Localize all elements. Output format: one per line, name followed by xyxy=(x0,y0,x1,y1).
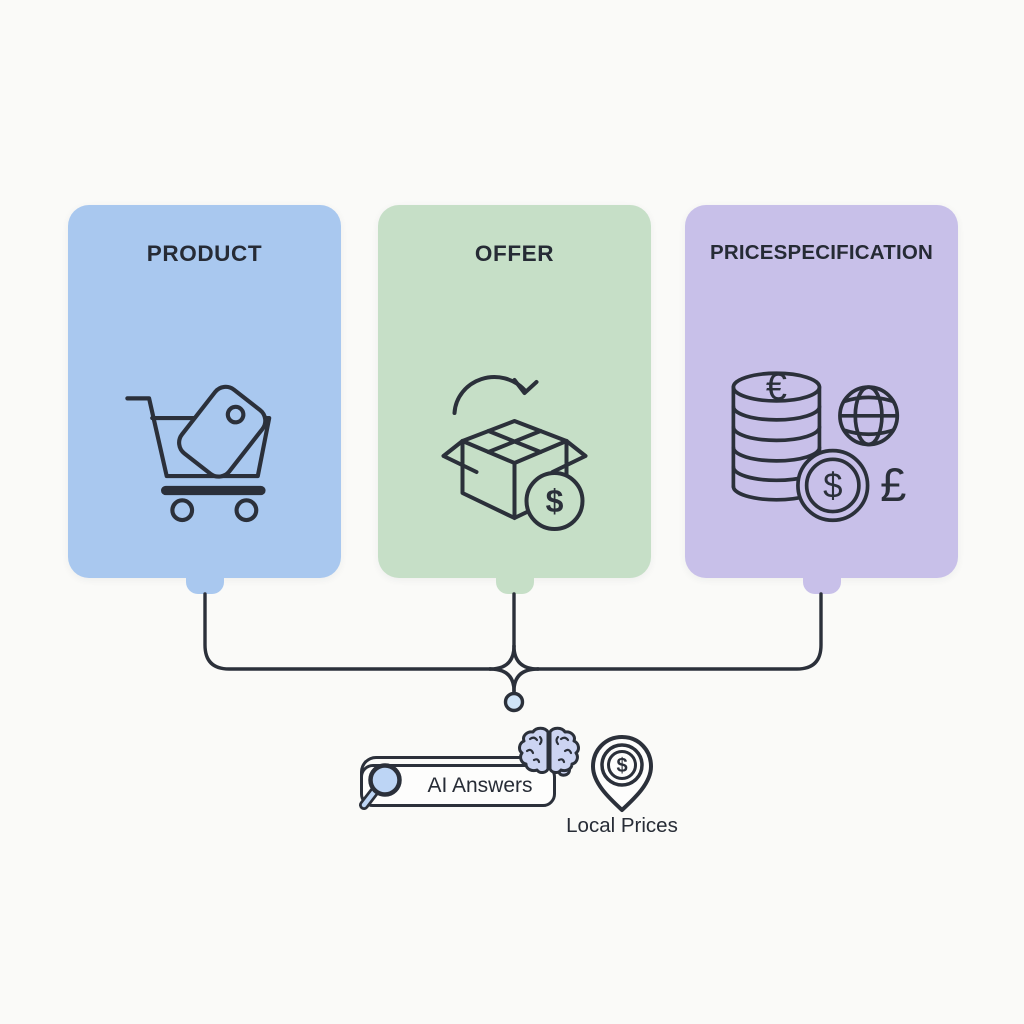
svg-text:$: $ xyxy=(546,483,564,519)
search-icon xyxy=(359,763,402,810)
card-pricespecification-tab xyxy=(802,577,841,594)
coin-stack-globe-currencies-icon: € $ £ xyxy=(731,366,906,523)
ai-answers-label: AI Answers xyxy=(427,773,533,797)
brain-icon xyxy=(518,726,580,777)
svg-text:£: £ xyxy=(880,458,906,511)
open-box-arrow-dollar-coin-icon: $ xyxy=(441,375,588,531)
connector-branch-pricespecification xyxy=(536,592,823,671)
card-offer: OFFER $ xyxy=(378,205,651,594)
local-prices-label: Local Prices xyxy=(566,814,678,837)
card-offer-tab xyxy=(495,577,534,594)
location-pin-dollar-icon: $ xyxy=(591,735,653,812)
svg-text:$: $ xyxy=(823,467,842,506)
card-product-tab xyxy=(185,577,224,594)
card-pricespecification-title: PRICESPECIFICATION xyxy=(709,241,934,264)
card-offer-title: OFFER xyxy=(474,241,555,266)
merge-node xyxy=(503,691,525,713)
svg-text:$: $ xyxy=(616,755,627,777)
card-product: PRODUCT xyxy=(68,205,341,594)
shopping-cart-price-tag-icon xyxy=(124,384,271,522)
ai-search-bar: AI Answers xyxy=(359,756,556,810)
card-pricespecification: PRICESPECIFICATION € xyxy=(685,205,958,594)
connector-branch-product xyxy=(203,592,492,671)
card-product-title: PRODUCT xyxy=(146,241,263,266)
svg-text:€: € xyxy=(765,366,786,408)
